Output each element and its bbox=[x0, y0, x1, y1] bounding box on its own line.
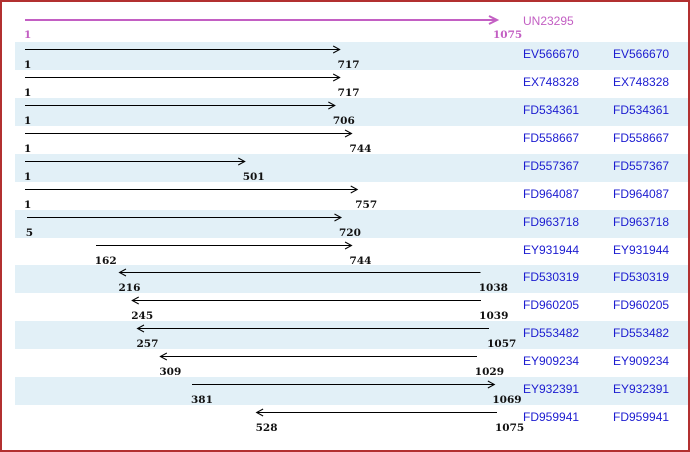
alignment-arrow bbox=[25, 73, 341, 82]
alignment-arrow bbox=[159, 352, 477, 361]
accession-label[interactable]: EV566670 bbox=[523, 47, 580, 61]
alignment-arrow bbox=[95, 241, 353, 249]
accession-label[interactable]: FD534361 bbox=[523, 102, 580, 117]
accession-label[interactable]: FD557367 bbox=[523, 158, 580, 173]
alignment-end-coordinate: 501 bbox=[242, 170, 265, 183]
row-stripe bbox=[15, 97, 688, 126]
reference-start-coordinate: 1 bbox=[24, 29, 32, 41]
alignment-end-coordinate: 1039 bbox=[479, 310, 509, 323]
alignment-end-coordinate: 744 bbox=[349, 142, 372, 155]
accession-label[interactable]: FD558667 bbox=[523, 130, 580, 145]
accession-label[interactable]: FD530319 bbox=[523, 270, 580, 285]
accession-label[interactable]: EY931944 bbox=[613, 242, 670, 257]
row-stripe bbox=[15, 153, 688, 182]
alignment-end-coordinate: 1069 bbox=[492, 394, 522, 407]
accession-label[interactable]: FD963718 bbox=[523, 214, 580, 229]
row-stripe bbox=[15, 42, 688, 70]
reference-end-coordinate: 1075 bbox=[493, 29, 523, 41]
alignment-arrow bbox=[255, 408, 497, 417]
alignment-start-coordinate: 162 bbox=[94, 254, 117, 267]
alignment-start-coordinate: 309 bbox=[159, 366, 182, 379]
alignment-start-coordinate: 528 bbox=[255, 422, 278, 435]
accession-label[interactable]: FD964087 bbox=[523, 186, 580, 201]
alignment-end-coordinate: 717 bbox=[337, 86, 360, 99]
alignment-start-coordinate: 5 bbox=[25, 226, 34, 239]
row-stripe bbox=[15, 321, 688, 350]
alignment-end-coordinate: 720 bbox=[338, 226, 361, 239]
row-stripe bbox=[15, 209, 688, 238]
alignment-arrow bbox=[25, 129, 353, 138]
accession-label[interactable]: FD963718 bbox=[613, 214, 670, 229]
row-stripe bbox=[15, 265, 688, 294]
alignment-arrow bbox=[25, 157, 246, 166]
accession-label[interactable]: FD964087 bbox=[613, 186, 670, 201]
accession-label[interactable]: FD530319 bbox=[613, 270, 670, 285]
accession-label[interactable]: EX748328 bbox=[523, 74, 580, 89]
alignment-end-coordinate: 744 bbox=[349, 254, 372, 267]
alignment-arrow bbox=[25, 185, 359, 194]
alignment-arrow bbox=[26, 213, 343, 222]
alignment-start-coordinate: 1 bbox=[24, 170, 32, 183]
alignment-arrow bbox=[25, 45, 341, 54]
alignment-start-coordinate: 257 bbox=[136, 338, 159, 351]
alignment-start-coordinate: 1 bbox=[24, 198, 32, 211]
accession-label[interactable]: FD553482 bbox=[613, 326, 670, 341]
accession-label[interactable]: EY932391 bbox=[613, 382, 670, 397]
accession-label[interactable]: EV566670 bbox=[613, 47, 670, 61]
accession-label[interactable]: FD553482 bbox=[523, 326, 580, 341]
accession-label[interactable]: FD960205 bbox=[523, 298, 580, 313]
alignment-end-coordinate: 1038 bbox=[478, 282, 508, 295]
alignment-end-coordinate: 757 bbox=[355, 198, 378, 211]
alignment-end-coordinate: 1057 bbox=[487, 338, 517, 351]
alignment-arrow bbox=[25, 101, 336, 110]
reference-arrow bbox=[25, 15, 500, 25]
alignment-arrow bbox=[118, 268, 481, 277]
alignment-arrow bbox=[136, 324, 490, 333]
alignment-start-coordinate: 216 bbox=[118, 282, 141, 295]
accession-label[interactable]: FD959941 bbox=[523, 410, 580, 425]
accession-label[interactable]: FD960205 bbox=[613, 298, 670, 313]
accession-label[interactable]: FD534361 bbox=[613, 102, 670, 117]
accession-label[interactable]: FD557367 bbox=[613, 158, 670, 173]
alignment-arrow bbox=[131, 296, 482, 305]
accession-label[interactable]: EX748328 bbox=[613, 74, 670, 89]
accession-label[interactable]: FD959941 bbox=[613, 410, 670, 425]
accession-label[interactable]: EY932391 bbox=[523, 382, 580, 397]
reference-label: UN23295 bbox=[523, 14, 574, 28]
alignment-start-coordinate: 245 bbox=[131, 310, 154, 323]
accession-label[interactable]: EY909234 bbox=[523, 354, 580, 369]
alignment-end-coordinate: 1029 bbox=[474, 366, 505, 379]
row-stripe bbox=[15, 377, 688, 406]
alignment-start-coordinate: 1 bbox=[24, 86, 32, 99]
alignment-end-coordinate: 717 bbox=[337, 59, 360, 71]
alignment-start-coordinate: 1 bbox=[24, 142, 32, 155]
alignment-start-coordinate: 381 bbox=[191, 394, 213, 407]
alignment-start-coordinate: 1 bbox=[24, 114, 32, 127]
alignment-arrow bbox=[192, 380, 496, 389]
alignment-end-coordinate: 1075 bbox=[495, 422, 525, 435]
accession-label[interactable]: FD558667 bbox=[613, 130, 670, 145]
alignment-end-coordinate: 706 bbox=[332, 114, 355, 127]
alignment-start-coordinate: 1 bbox=[24, 59, 32, 71]
accession-label[interactable]: EY909234 bbox=[613, 354, 670, 369]
accession-label[interactable]: EY931944 bbox=[523, 242, 580, 257]
